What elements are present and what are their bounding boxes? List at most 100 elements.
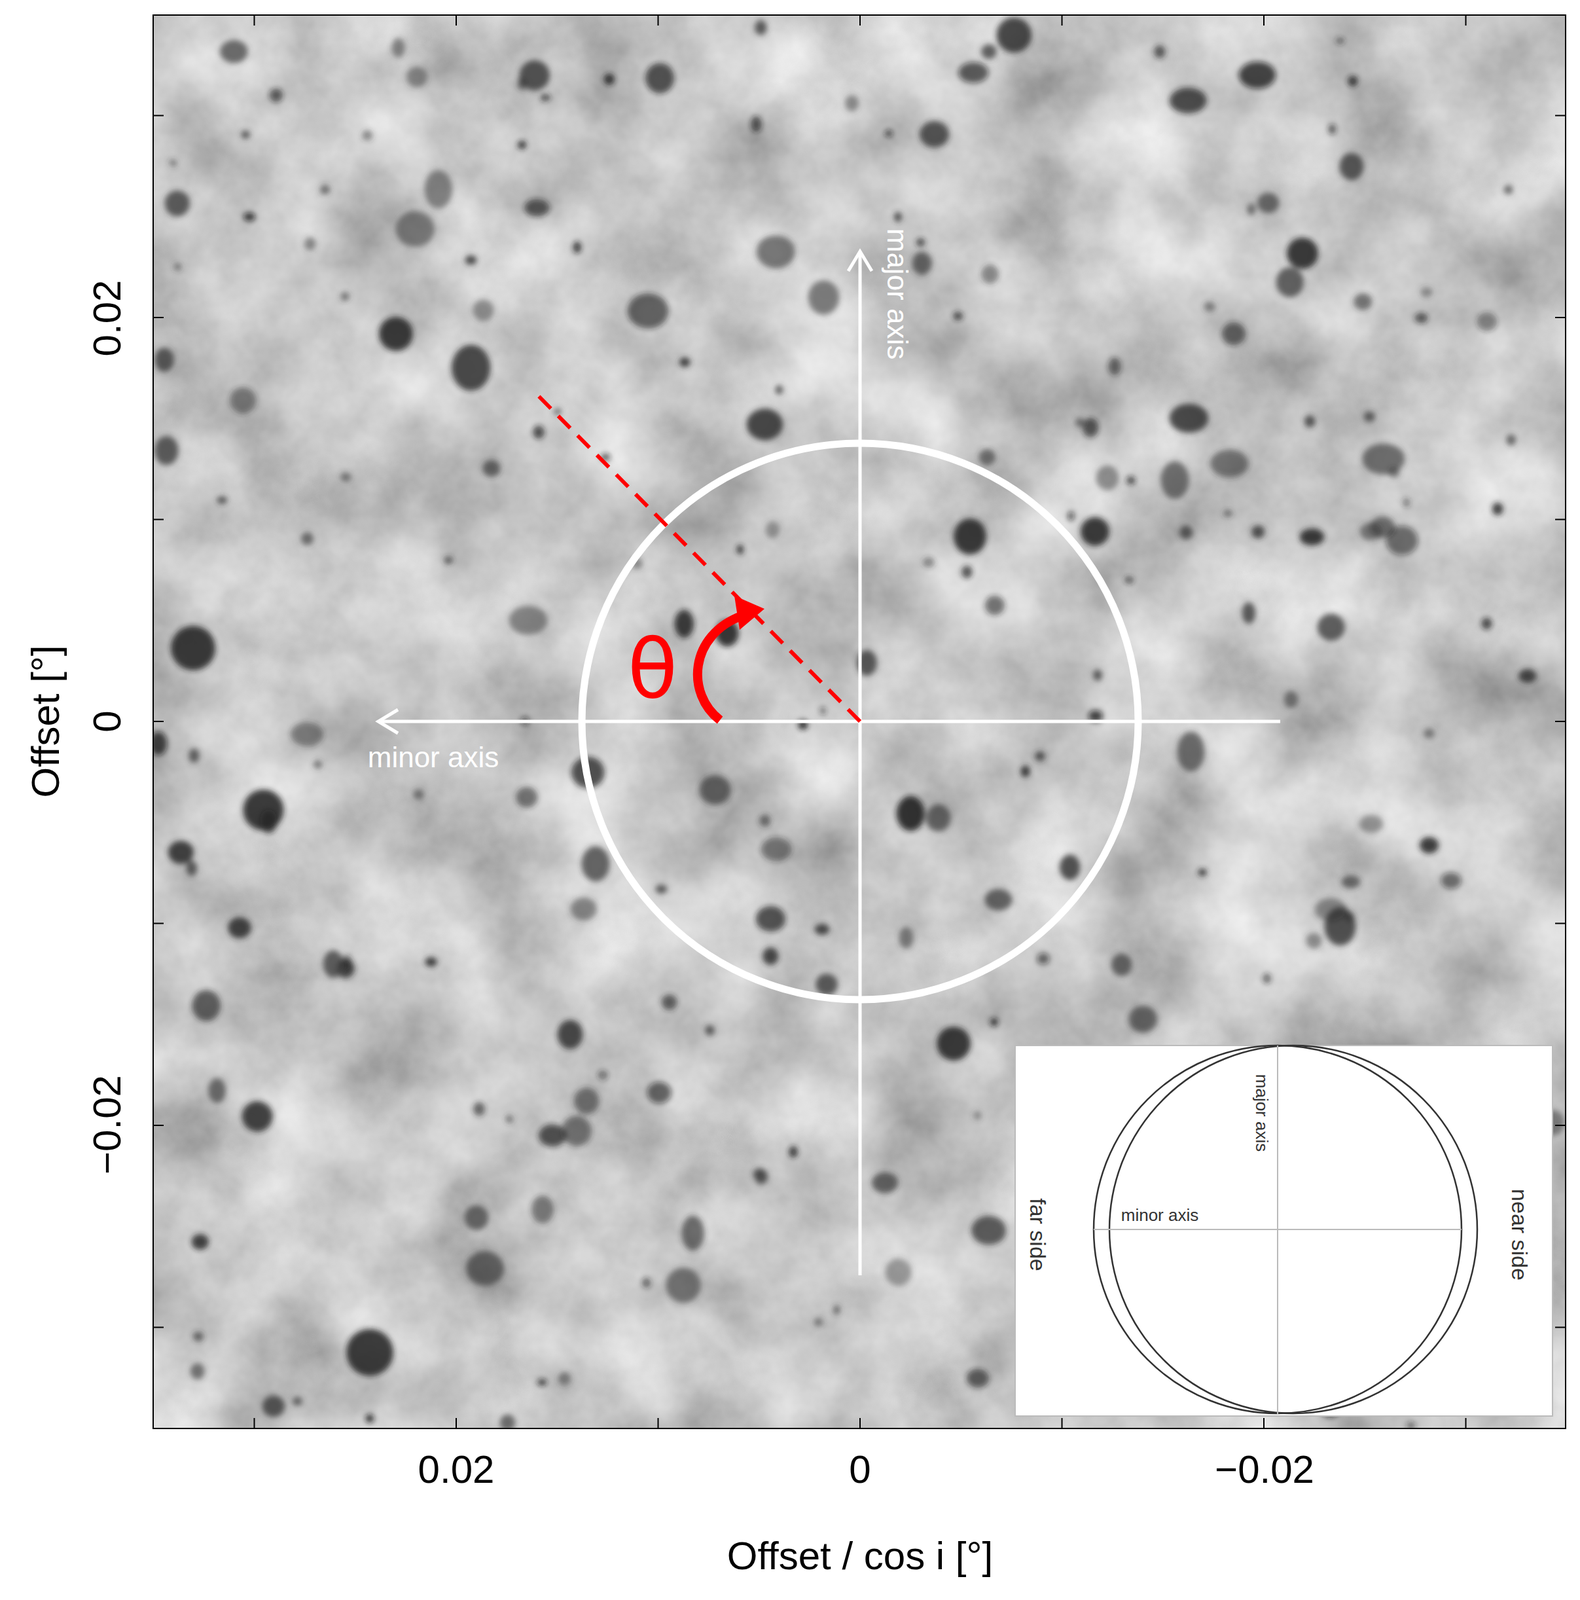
star-blob	[413, 789, 425, 800]
star-blob	[581, 846, 611, 882]
star-blob	[916, 238, 925, 247]
star-blob	[451, 344, 491, 391]
star-blob	[1169, 403, 1209, 433]
star-blob	[1096, 465, 1120, 491]
tick	[153, 720, 164, 722]
star-blob	[627, 293, 669, 329]
star-blob	[1210, 449, 1249, 478]
star-blob	[884, 1257, 912, 1286]
star-blob	[1176, 731, 1205, 772]
star-blob	[919, 121, 950, 148]
star-blob	[323, 950, 344, 978]
star-blob	[981, 264, 999, 284]
star-blob	[1347, 75, 1359, 88]
star-blob	[761, 837, 792, 862]
tick-label: −0.02	[87, 1074, 127, 1175]
star-blob	[1221, 322, 1247, 345]
tick	[153, 316, 164, 319]
star-blob	[1153, 45, 1166, 59]
star-blob	[1036, 952, 1050, 965]
star-blob	[1406, 1421, 1416, 1429]
star-blob	[515, 786, 538, 808]
star-blob	[1335, 37, 1345, 44]
star-blob	[1198, 868, 1207, 877]
star-blob	[1364, 411, 1376, 423]
tick	[153, 922, 164, 925]
star-blob	[1423, 728, 1435, 738]
star-blob	[597, 1070, 609, 1080]
star-blob	[290, 721, 324, 747]
tick	[455, 15, 457, 26]
inset-panel	[1015, 1045, 1553, 1416]
star-blob	[1129, 1005, 1158, 1033]
tick	[153, 115, 164, 117]
tick	[859, 1417, 861, 1429]
star-blob	[1305, 932, 1322, 949]
star-blob	[765, 521, 781, 539]
star-blob	[996, 17, 1032, 53]
star-blob	[538, 1123, 567, 1147]
star-blob	[990, 1017, 999, 1027]
star-blob	[164, 190, 190, 217]
star-blob	[304, 237, 317, 251]
star-blob	[1386, 525, 1419, 556]
star-blob	[1362, 443, 1405, 475]
arrow-head	[378, 709, 398, 734]
star-blob	[500, 1414, 516, 1429]
star-blob	[788, 1146, 798, 1158]
star-blob	[540, 94, 551, 101]
star-blob	[1506, 433, 1516, 446]
star-blob	[1504, 185, 1514, 195]
tick	[253, 15, 256, 26]
star-blob	[443, 556, 453, 564]
star-blob	[754, 1168, 768, 1185]
star-blob	[473, 299, 495, 322]
star-blob	[361, 129, 373, 141]
star-blob	[1317, 613, 1346, 641]
star-blob	[896, 795, 925, 832]
star-blob	[655, 884, 667, 894]
star-blob	[229, 387, 256, 414]
star-blob	[1257, 192, 1280, 214]
star-blob	[174, 263, 182, 271]
star-blob	[1093, 669, 1103, 681]
star-blob	[1492, 502, 1504, 516]
star-blob	[464, 1204, 489, 1230]
star-blob	[557, 1019, 584, 1050]
tick	[1555, 115, 1566, 117]
star-blob	[746, 408, 784, 441]
star-blob	[1262, 973, 1272, 984]
star-blob	[154, 435, 179, 466]
star-blob	[517, 140, 527, 150]
star-blob	[395, 210, 435, 247]
star-blob	[1223, 509, 1233, 517]
star-blob	[505, 1114, 514, 1124]
star-blob	[168, 159, 178, 167]
star-blob	[985, 595, 1005, 616]
star-blob	[1299, 528, 1325, 546]
star-blob	[341, 954, 353, 970]
star-blob	[1080, 517, 1110, 546]
axis-label: minor axis	[367, 742, 500, 772]
sky-background	[153, 15, 1566, 1429]
star-blob	[755, 905, 786, 932]
star-blob	[979, 448, 997, 467]
star-blob	[191, 1233, 210, 1250]
tick	[455, 1417, 457, 1429]
star-blob	[1481, 617, 1492, 629]
star-blob	[1160, 461, 1189, 500]
tick	[1061, 15, 1063, 26]
axis-label: major axis	[882, 228, 912, 360]
star-blob	[208, 1077, 226, 1103]
tick	[1555, 519, 1566, 521]
minor-axis-line	[379, 719, 1281, 724]
tick	[253, 1417, 256, 1429]
star-blob	[241, 130, 251, 139]
star-blob	[1108, 357, 1122, 376]
inset-circle	[1093, 1045, 1462, 1414]
tick	[153, 519, 164, 521]
star-blob	[973, 1110, 982, 1120]
star-blob	[775, 384, 783, 395]
star-blob	[958, 62, 989, 84]
star-blob	[819, 706, 826, 715]
